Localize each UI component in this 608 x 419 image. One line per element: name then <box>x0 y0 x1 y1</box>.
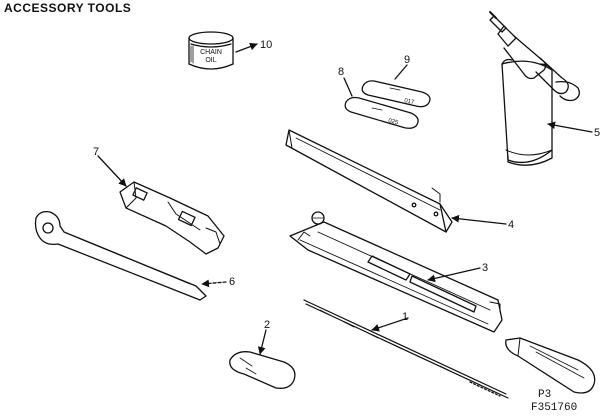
leader-7 <box>97 155 127 187</box>
file-handle <box>505 337 596 394</box>
leader-6 <box>201 279 227 288</box>
offset-wrench <box>34 210 207 301</box>
leader-2 <box>257 329 267 355</box>
callout-1: 1 <box>402 311 408 323</box>
leader-3 <box>427 267 481 283</box>
drawing-code: F351760 <box>531 402 578 414</box>
tin-label-line2: OIL <box>205 57 216 64</box>
page-reference: P3 <box>538 389 552 401</box>
callout-10: 10 <box>260 39 272 51</box>
grease-gun <box>489 11 580 166</box>
depth-gauge-upper <box>361 80 431 108</box>
depth-gauge-lower <box>344 96 419 129</box>
callout-6: 6 <box>229 276 235 288</box>
scrench-wrench <box>119 181 225 255</box>
small-handle <box>229 351 296 389</box>
leader-1 <box>371 317 409 332</box>
callout-2: 2 <box>264 319 270 331</box>
leader-10 <box>235 42 258 53</box>
leader-4 <box>451 214 507 225</box>
callout-5: 5 <box>594 127 600 139</box>
leader-5 <box>547 121 593 133</box>
callout-8: 8 <box>338 66 344 78</box>
callout-7: 7 <box>93 146 99 158</box>
callout-9: 9 <box>404 54 410 66</box>
file-guide <box>289 211 503 333</box>
round-file <box>303 299 509 399</box>
leader-8 <box>343 77 353 97</box>
gauge-lower-label: 025 <box>388 118 400 126</box>
diagram-title: ACCESSORY TOOLS <box>4 1 132 15</box>
tin-label-line1: CHAIN <box>200 49 222 56</box>
callout-4: 4 <box>508 219 514 231</box>
guide-bar <box>285 129 453 233</box>
gauge-upper-label: 017 <box>404 98 416 106</box>
leader-9 <box>394 64 408 80</box>
chain-oil-tin <box>188 31 234 70</box>
callout-3: 3 <box>482 262 488 274</box>
